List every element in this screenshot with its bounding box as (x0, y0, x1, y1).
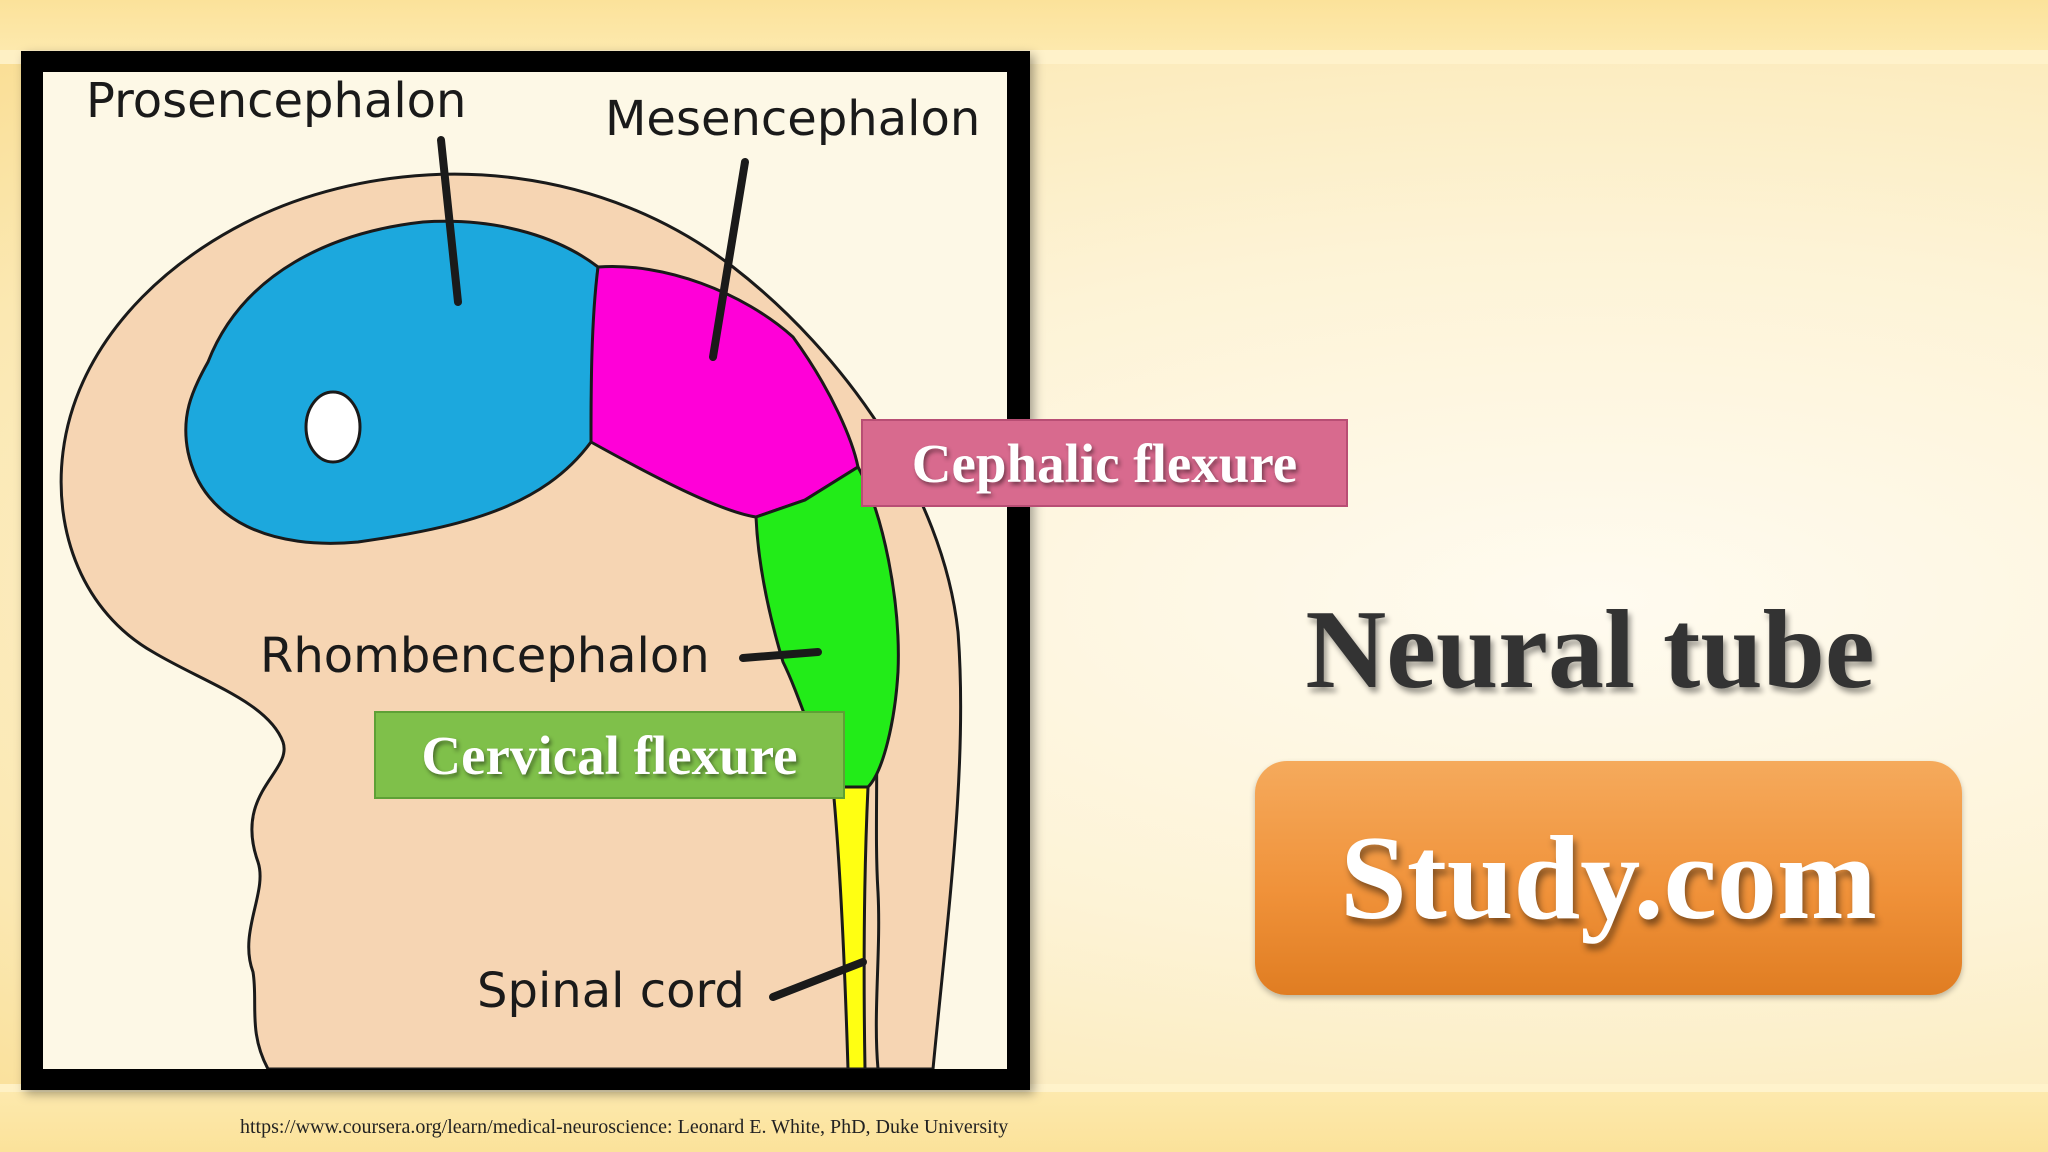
mesencephalon-label: Mesencephalon (605, 91, 980, 147)
cervical-flexure-callout: Cervical flexure (374, 711, 845, 799)
study-com-logo[interactable]: Study.com (1255, 761, 1962, 995)
spinal-cord-label: Spinal cord (477, 963, 745, 1019)
bottom-band (0, 1092, 2048, 1152)
optic-vesicle (304, 390, 362, 464)
cephalic-flexure-callout: Cephalic flexure (861, 419, 1348, 507)
neural-tube-diagram: Prosencephalon Mesencephalon Rhombenceph… (43, 72, 1007, 1069)
mesencephalon-pointer (709, 158, 749, 361)
spinal-cord-region (831, 785, 870, 1069)
spinal-cord-pointer (769, 958, 867, 1001)
rhombencephalon-region (754, 464, 900, 789)
top-band (0, 0, 2048, 50)
brand-text: Study.com (1340, 811, 1877, 944)
prosencephalon-pointer (437, 136, 462, 306)
rhombencephalon-pointer (739, 648, 822, 662)
slide-title: Neural tube (1305, 588, 1875, 712)
source-citation: https://www.coursera.org/learn/medical-n… (240, 1116, 1009, 1138)
prosencephalon-label: Prosencephalon (86, 73, 466, 129)
rhombencephalon-label: Rhombencephalon (260, 628, 710, 684)
